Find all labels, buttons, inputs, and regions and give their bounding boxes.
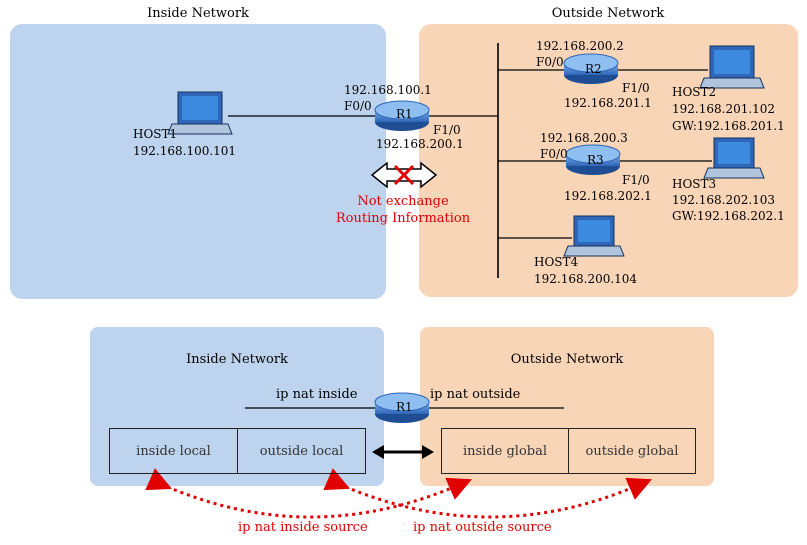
r2-ip-out: 192.168.201.1 (564, 96, 652, 110)
r2-label: R2 (585, 62, 602, 76)
r1-if-out: F1/0 (433, 123, 461, 137)
host2-ip: 192.168.201.102 (672, 102, 776, 116)
host1-ip: 192.168.100.101 (133, 144, 237, 158)
r3-ip-out: 192.168.202.1 (564, 189, 652, 203)
host3-ip: 192.168.202.103 (672, 193, 776, 207)
cell-outside-global: outside global (568, 428, 696, 474)
top-inside-region (10, 24, 386, 299)
black-double-arrow-icon (372, 445, 384, 459)
host4-ip: 192.168.200.104 (534, 272, 638, 286)
not-exchange-line2: Routing Information (335, 211, 471, 226)
cell-outside-local: outside local (237, 428, 366, 474)
r3-label: R3 (587, 153, 604, 167)
r3-ip-in: 192.168.200.3 (540, 131, 628, 145)
laptop-icon (703, 137, 765, 179)
nat-outside-source-label: ip nat outside source (413, 520, 552, 535)
bottom-inside-title: Inside Network (186, 352, 288, 367)
router-icon (374, 100, 430, 131)
bottom-outside-title: Outside Network (510, 352, 624, 367)
cell-inside-global: inside global (441, 428, 569, 474)
bottom-router-label: R1 (396, 400, 413, 414)
router-icon (565, 144, 621, 175)
r2-if-out: F1/0 (622, 81, 650, 95)
cell-inside-local: inside local (109, 428, 238, 474)
host2-name: HOST2 (672, 85, 717, 99)
inside-source-curve (145, 468, 472, 519)
r3-if-in: F0/0 (540, 147, 568, 161)
host3-gw: GW:192.168.202.1 (672, 209, 785, 223)
router-icon (374, 392, 430, 423)
laptop-icon (167, 91, 233, 135)
host2-gw: GW:192.168.201.1 (672, 119, 785, 133)
r1-if-in: F0/0 (344, 99, 372, 113)
outside-source-curve (323, 468, 652, 519)
nat-inside-source-label: ip nat inside source (238, 520, 368, 535)
r1-ip-in: 192.168.100.1 (344, 83, 432, 97)
laptop-icon (563, 215, 625, 257)
top-outside-title: Outside Network (551, 6, 665, 21)
bottom-outside-region (420, 327, 714, 486)
host4-name: HOST4 (534, 255, 579, 269)
host1-name: HOST1 (133, 127, 178, 141)
host3-name: HOST3 (672, 177, 717, 191)
r3-if-out: F1/0 (622, 173, 650, 187)
nat-outside-label: ip nat outside (430, 387, 521, 402)
not-exchange-line1: Not exchange (357, 194, 449, 209)
r2-ip-in: 192.168.200.2 (536, 39, 624, 53)
r1-ip-out: 192.168.200.1 (376, 137, 464, 151)
r1-label: R1 (396, 107, 413, 121)
router-icon (563, 53, 619, 84)
top-inside-title: Inside Network (147, 6, 249, 21)
nat-inside-label: ip nat inside (276, 387, 358, 402)
r2-if-in: F0/0 (536, 55, 564, 69)
laptop-icon (699, 45, 765, 89)
